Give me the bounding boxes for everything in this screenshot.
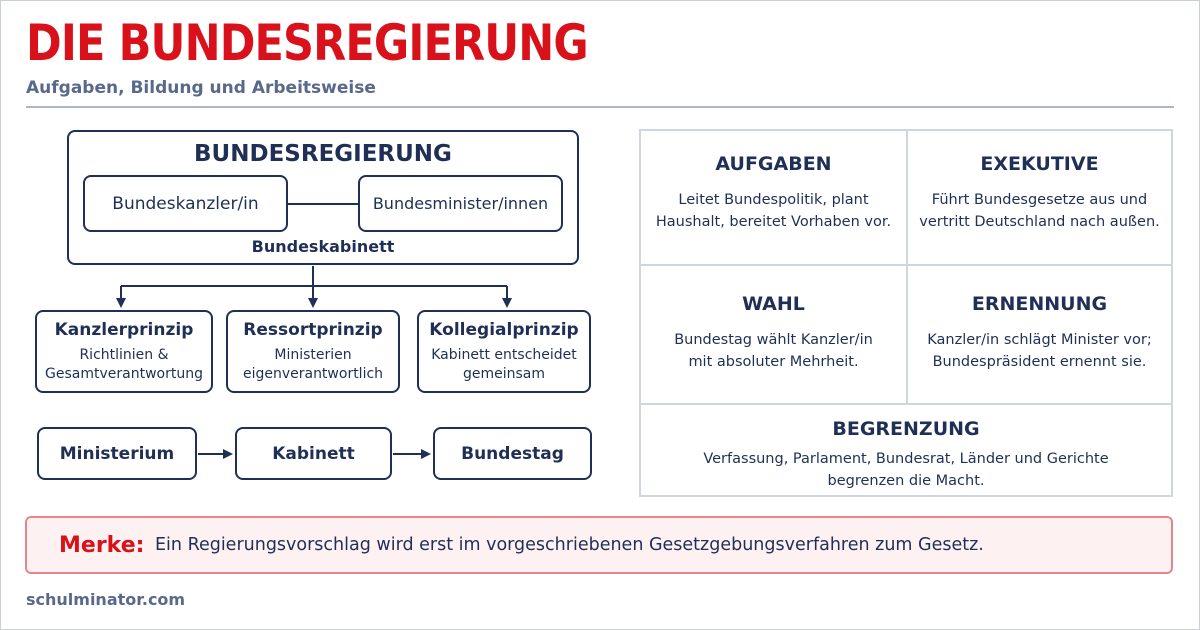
fact-text-line2: mit absoluter Mehrheit. — [688, 354, 859, 370]
flow-step-label: Bundestag — [461, 443, 564, 464]
note-text: Ein Regierungsvorschlag wird erst im vor… — [155, 535, 984, 555]
principle-desc-line1: Kabinett entscheidet — [431, 346, 577, 363]
principle-name: Kanzlerprinzip — [54, 319, 194, 340]
principle-name: Ressortprinzip — [243, 319, 383, 340]
fact-text-line2: vertritt Deutschland nach außen. — [919, 214, 1160, 230]
note-box: Merke: Ein Regierungsvorschlag wird erst… — [25, 516, 1173, 574]
flow-step-label: Kabinett — [272, 443, 355, 464]
principle-desc-line2: Gesamtverantwortung — [45, 365, 203, 382]
grid-divider-vertical — [906, 131, 908, 403]
flow-step-ministry: Ministerium — [37, 427, 197, 480]
flow-step-label: Ministerium — [59, 443, 175, 464]
principle-name: Kollegialprinzip — [429, 319, 579, 340]
fact-wahl: WAHL Bundestag wählt Kanzler/in mit abso… — [641, 293, 906, 373]
fact-text-line2: Bundespräsident ernennt sie. — [932, 354, 1147, 370]
chancellor-label: Bundeskanzler/in — [112, 193, 259, 214]
principle-desc-line1: Richtlinien & — [79, 346, 169, 363]
note-label: Merke: — [59, 532, 145, 558]
page-subtitle: Aufgaben, Bildung und Arbeitsweise — [26, 78, 376, 98]
fact-text-line1: Leitet Bundespolitik, plant — [678, 192, 869, 208]
principle-collegial: Kollegialprinzip Kabinett entscheidet ge… — [417, 310, 591, 393]
fact-text-line1: Bundestag wählt Kanzler/in — [674, 332, 873, 348]
fact-title: WAHL — [742, 293, 805, 315]
flow-step-cabinet: Kabinett — [235, 427, 392, 480]
cabinet-label: Bundeskabinett — [251, 237, 395, 256]
grid-divider-horizontal-1 — [641, 264, 1171, 266]
fact-text-line2: begrenzen die Macht. — [827, 473, 985, 489]
fact-title: EXEKUTIVE — [980, 153, 1099, 175]
fact-exekutive: EXEKUTIVE Führt Bundesgesetze aus und ve… — [908, 153, 1171, 233]
flow-step-bundestag: Bundestag — [433, 427, 592, 480]
fact-ernennung: ERNENNUNG Kanzler/in schlägt Minister vo… — [908, 293, 1171, 373]
principle-department: Ressortprinzip Ministerien eigenverantwo… — [226, 310, 400, 393]
fact-aufgaben: AUFGABEN Leitet Bundespolitik, plant Hau… — [641, 153, 906, 233]
grid-divider-horizontal-2 — [641, 403, 1171, 405]
chancellor-minister-link — [288, 203, 358, 205]
fact-text-line1: Führt Bundesgesetze aus und — [931, 192, 1148, 208]
facts-grid: AUFGABEN Leitet Bundespolitik, plant Hau… — [639, 129, 1173, 497]
principle-desc-line2: gemeinsam — [462, 365, 546, 382]
fact-title: ERNENNUNG — [971, 293, 1108, 315]
ministers-label: Bundesminister/innen — [372, 194, 549, 213]
principle-desc-line1: Ministerien — [274, 346, 352, 363]
footer-site: schulminator.com — [26, 590, 186, 609]
fact-title: AUFGABEN — [715, 153, 832, 175]
header-divider — [26, 106, 1174, 108]
ministers-box: Bundesminister/innen — [358, 175, 563, 232]
fact-begrenzung: BEGRENZUNG Verfassung, Parlament, Bundes… — [641, 418, 1171, 492]
principle-desc-line2: eigenverantwortlich — [242, 365, 384, 382]
chancellor-box: Bundeskanzler/in — [83, 175, 288, 232]
fact-title: BEGRENZUNG — [832, 418, 980, 440]
government-title: BUNDESREGIERUNG — [194, 141, 452, 167]
fact-text-line2: Haushalt, bereitet Vorhaben vor. — [655, 214, 892, 230]
principle-chancellor: Kanzlerprinzip Richtlinien & Gesamtveran… — [35, 310, 213, 393]
fact-text-line1: Kanzler/in schlägt Minister vor; — [927, 332, 1152, 348]
page-title: DIE BUNDESREGIERUNG — [26, 14, 589, 72]
fact-text-line1: Verfassung, Parlament, Bundesrat, Länder… — [703, 451, 1109, 467]
